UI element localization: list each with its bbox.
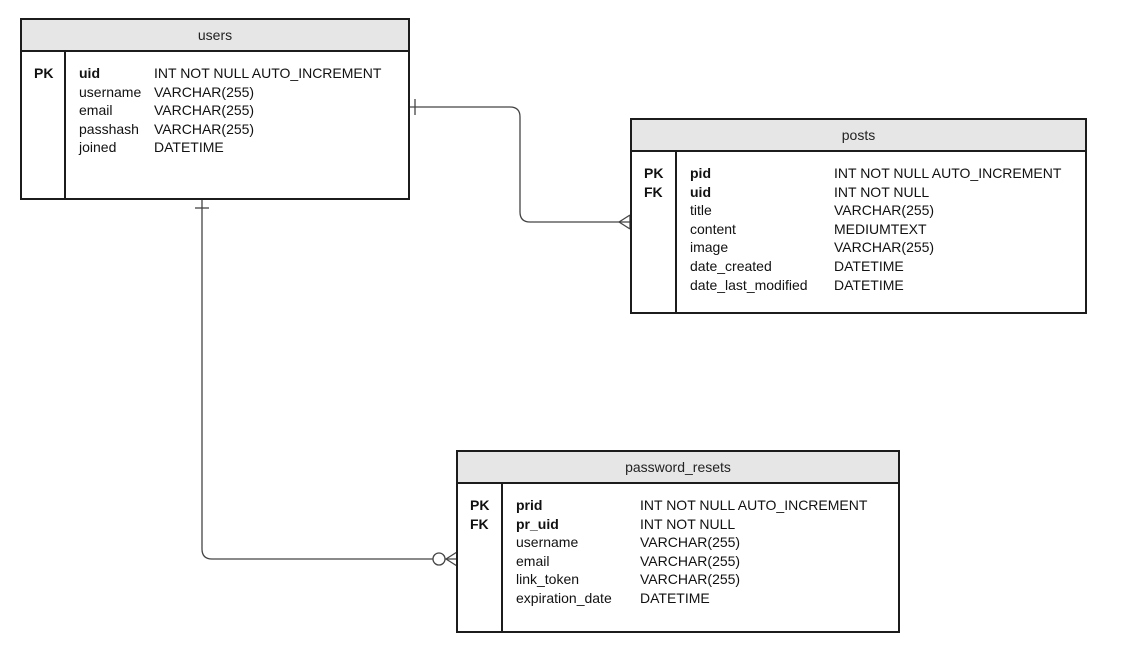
field-type: VARCHAR(255): [834, 239, 935, 256]
field-type: VARCHAR(255): [154, 83, 255, 100]
field-name: uid: [79, 65, 100, 81]
field-row: content MEDIUMTEXT: [632, 220, 1085, 239]
field-row: PK pid INT NOT NULL AUTO_INCREMENT: [632, 164, 1085, 183]
field-name: joined: [79, 139, 117, 156]
key-column-divider: [458, 484, 503, 631]
field-name: image: [690, 239, 729, 256]
field-row: date_last_modified DATETIME: [632, 276, 1085, 295]
field-rows: PK uid INT NOT NULL AUTO_INCREMENT username…: [22, 64, 408, 157]
field-type: INT NOT NULL: [834, 183, 930, 200]
key-label: FK: [644, 183, 663, 200]
field-row: date_created DATETIME: [632, 257, 1085, 276]
field-type: INT NOT NULL: [640, 515, 736, 532]
field-name: username: [79, 83, 142, 100]
field-name: prid: [516, 497, 543, 513]
password-resets-table: password_resets PK prid INT NOT NULL AUTO_…: [456, 450, 900, 633]
field-name: expiration_date: [516, 589, 612, 606]
field-rows: PK pid INT NOT NULL AUTO_INCREMENT FK uid INT…: [632, 164, 1085, 294]
field-name: email: [516, 552, 550, 569]
field-row: image VARCHAR(255): [632, 238, 1085, 257]
key-label: [632, 276, 677, 295]
field-row: expiration_date DATETIME: [458, 589, 898, 608]
field-type: VARCHAR(255): [154, 120, 255, 137]
users-posts-many-marker-upper: [618, 214, 631, 223]
key-label: [22, 120, 66, 139]
field-name: content: [690, 220, 736, 237]
table-body: PK prid INT NOT NULL AUTO_INCREMENT FK pr_ui…: [458, 484, 898, 631]
field-name: email: [79, 102, 113, 119]
field-type: DATETIME: [834, 276, 904, 293]
table-body: PK uid INT NOT NULL AUTO_INCREMENT username…: [22, 52, 408, 198]
key-label: PK: [644, 165, 664, 181]
key-label: [632, 220, 677, 239]
field-type: DATETIME: [834, 257, 904, 274]
users-password-resets-many-marker-upper: [445, 551, 458, 560]
table-title: users: [22, 20, 408, 52]
field-row: joined DATETIME: [22, 138, 408, 157]
key-label: PK: [470, 497, 490, 513]
field-type: MEDIUMTEXT: [834, 220, 927, 237]
field-type: DATETIME: [154, 139, 224, 156]
field-row: PK prid INT NOT NULL AUTO_INCREMENT: [458, 496, 898, 515]
field-type: DATETIME: [640, 589, 710, 606]
field-row: FK uid INT NOT NULL: [632, 183, 1085, 202]
field-row: FK pr_uid INT NOT NULL: [458, 515, 898, 534]
key-label: [22, 101, 66, 120]
field-name: username: [516, 534, 579, 551]
field-row: username VARCHAR(255): [22, 83, 408, 102]
key-label: [632, 238, 677, 257]
field-name: title: [690, 202, 712, 219]
field-type: VARCHAR(255): [640, 571, 741, 588]
field-type: INT NOT NULL AUTO_INCREMENT: [640, 497, 868, 513]
field-type: VARCHAR(255): [834, 202, 935, 219]
key-label: [458, 533, 503, 552]
field-name: date_created: [690, 257, 772, 274]
field-row: passhash VARCHAR(255): [22, 120, 408, 139]
users-posts-connector: [410, 106, 630, 223]
field-rows: PK prid INT NOT NULL AUTO_INCREMENT FK pr_ui…: [458, 496, 898, 608]
table-title: posts: [632, 120, 1085, 152]
key-label: [458, 570, 503, 589]
posts-table: posts PK pid INT NOT NULL AUTO_INCREMENT FK…: [630, 118, 1087, 314]
field-row: title VARCHAR(255): [632, 201, 1085, 220]
key-label: [458, 589, 503, 608]
field-name: pid: [690, 165, 711, 181]
key-label: [22, 83, 66, 102]
table-body: PK pid INT NOT NULL AUTO_INCREMENT FK uid INT…: [632, 152, 1085, 312]
key-label: [458, 552, 503, 571]
field-row: PK uid INT NOT NULL AUTO_INCREMENT: [22, 64, 408, 83]
field-type: INT NOT NULL AUTO_INCREMENT: [834, 165, 1062, 181]
key-label: [22, 138, 66, 157]
users-password-resets-connector: [201, 200, 457, 560]
key-column-divider: [22, 52, 66, 198]
field-type: INT NOT NULL AUTO_INCREMENT: [154, 65, 382, 81]
field-name: pr_uid: [516, 515, 559, 532]
users-password-resets-zero-marker: [432, 552, 446, 566]
table-title: password_resets: [458, 452, 898, 484]
field-row: username VARCHAR(255): [458, 533, 898, 552]
field-row: link_token VARCHAR(255): [458, 570, 898, 589]
users-password-resets-many-marker-lower: [445, 558, 458, 567]
field-type: VARCHAR(255): [154, 102, 255, 119]
key-label: [632, 257, 677, 276]
field-row: email VARCHAR(255): [22, 101, 408, 120]
key-label: FK: [470, 515, 489, 532]
field-name: uid: [690, 183, 711, 200]
key-label: PK: [34, 65, 54, 81]
field-row: email VARCHAR(255): [458, 552, 898, 571]
field-type: VARCHAR(255): [640, 552, 741, 569]
users-posts-many-marker-lower: [618, 221, 631, 230]
field-type: VARCHAR(255): [640, 534, 741, 551]
field-name: link_token: [516, 571, 580, 588]
field-name: passhash: [79, 120, 139, 137]
key-label: [632, 201, 677, 220]
key-column-divider: [632, 152, 677, 312]
field-name: date_last_modified: [690, 276, 808, 293]
